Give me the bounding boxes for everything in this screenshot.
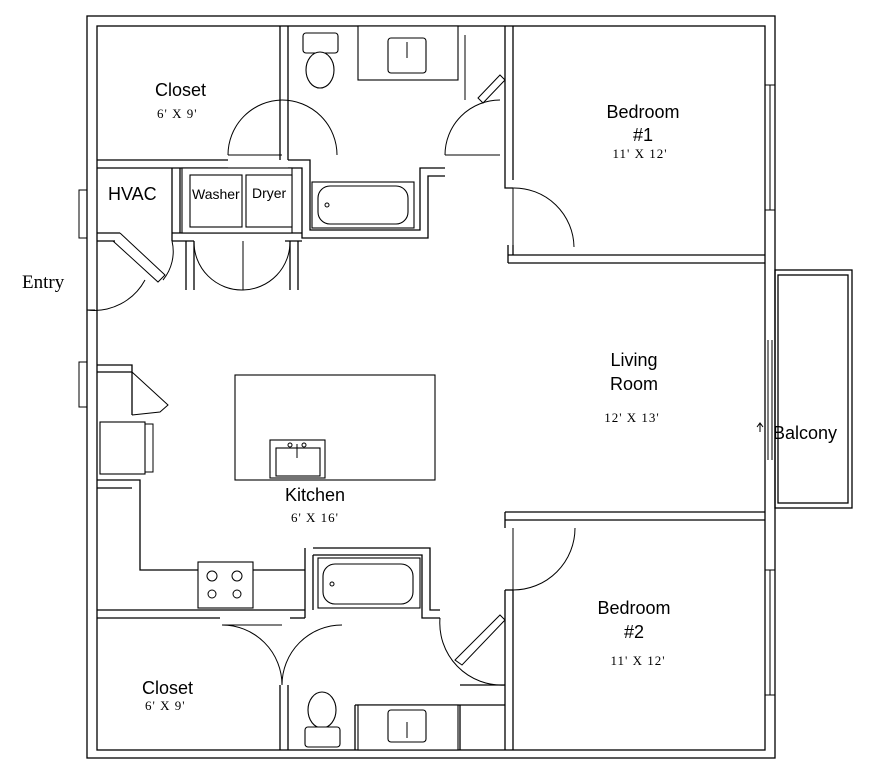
- kitchen-dims: 6' X 16': [291, 510, 339, 525]
- dryer-label: Dryer: [252, 185, 287, 201]
- outer-walls: [78, 15, 853, 759]
- kitchen-label: Kitchen: [285, 485, 345, 505]
- bedroom1-dims: 11' X 12': [612, 146, 667, 161]
- balcony-label: Balcony: [773, 423, 837, 443]
- bedroom1-label-line2: #1: [633, 125, 653, 145]
- bedroom2-label-line2: #2: [624, 622, 644, 642]
- living-label-line2: Room: [610, 374, 658, 394]
- washer-label: Washer: [192, 186, 240, 202]
- closet-bottom-label: Closet: [142, 678, 193, 698]
- doors: [86, 35, 576, 686]
- hvac-label: HVAC: [108, 184, 157, 204]
- fixtures: [181, 25, 459, 751]
- living-dims: 12' X 13': [604, 410, 660, 425]
- closet-top-label: Closet: [155, 80, 206, 100]
- entry-label: Entry: [22, 272, 65, 293]
- bedroom1-label-line1: Bedroom: [606, 102, 679, 122]
- room-labels: Closet 6' X 9' Bedroom #1 11' X 12' HVAC…: [22, 80, 837, 713]
- bedroom2-label-line1: Bedroom: [597, 598, 670, 618]
- closet-top-dims: 6' X 9': [157, 106, 198, 121]
- top-walls: [97, 26, 765, 290]
- bedroom2-dims: 11' X 12': [610, 653, 665, 668]
- closet-bottom-dims: 6' X 9': [145, 698, 186, 713]
- living-label-line1: Living: [610, 350, 657, 370]
- bottom-walls: [97, 364, 765, 750]
